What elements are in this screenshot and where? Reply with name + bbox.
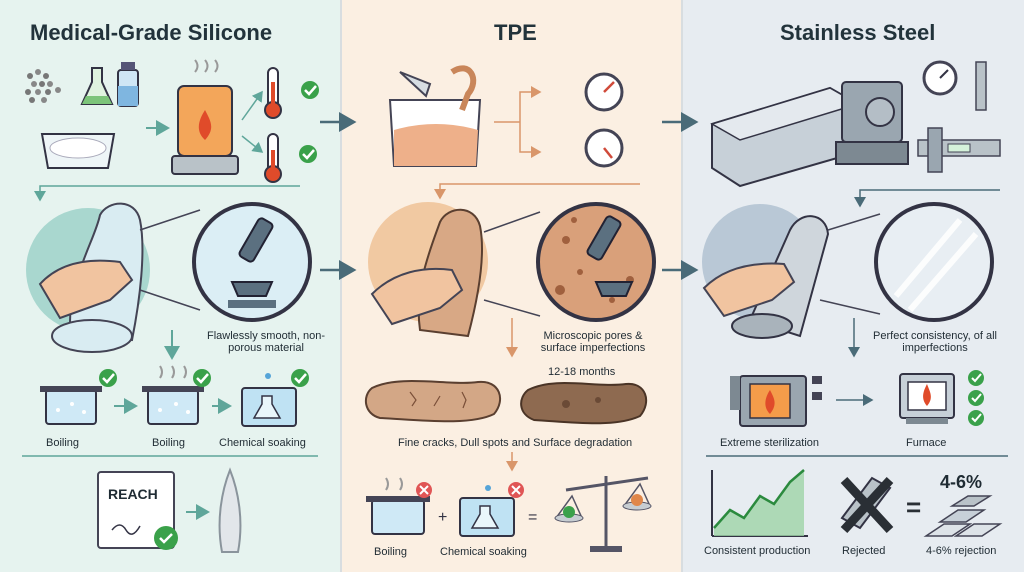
tpe-toy-hand-illustration bbox=[368, 202, 488, 338]
silicone-title: Medical-Grade Silicone bbox=[30, 20, 273, 45]
check-icon bbox=[968, 390, 984, 406]
steel-rejected-label: Rejected bbox=[842, 545, 886, 557]
pressure-gauge-icon bbox=[922, 60, 987, 111]
reach-certificate-label: REACH bbox=[108, 486, 158, 502]
tpe-title: TPE bbox=[494, 20, 537, 45]
svg-text:=: = bbox=[906, 492, 921, 522]
steel-toy-hand-illustration bbox=[702, 204, 830, 339]
tpe-degradation: Fine cracks, Dull spots and Surface degr… bbox=[398, 437, 633, 449]
tpe-step-label: Boiling bbox=[374, 546, 408, 558]
steel-title: Stainless Steel bbox=[780, 20, 936, 45]
tpe-lifespan: 12-18 months bbox=[548, 366, 616, 378]
boiling-pot-icon bbox=[142, 365, 204, 425]
microscope-lens-smooth bbox=[192, 202, 312, 322]
steel-rejection-label: 4-6% rejection bbox=[926, 545, 997, 557]
furnace-icon bbox=[899, 373, 955, 424]
silicone-caption: Flawlessly smooth, non-porous material bbox=[207, 330, 325, 354]
check-icon bbox=[99, 369, 117, 387]
silicone-step-label: Boiling bbox=[152, 437, 186, 449]
check-icon bbox=[301, 81, 319, 99]
sterilizer-oven-icon bbox=[730, 375, 822, 427]
svg-text:=: = bbox=[528, 509, 537, 526]
steel-step-label: Extreme sterilization bbox=[720, 437, 820, 449]
pellets-icon bbox=[25, 69, 61, 103]
flask-icon bbox=[80, 62, 139, 107]
balance-scale-icon bbox=[554, 476, 652, 552]
check-icon bbox=[968, 370, 984, 386]
mirror-lens-smooth bbox=[874, 202, 994, 322]
svg-text:+: + bbox=[438, 509, 447, 526]
check-icon bbox=[193, 369, 211, 387]
ingot-stack-icon bbox=[923, 495, 1003, 537]
cracked-toy-illustration bbox=[364, 380, 648, 425]
rejected-bar-icon bbox=[840, 476, 894, 534]
check-icon bbox=[968, 410, 984, 426]
tpe-caption: Microscopic pores & surface imperfection… bbox=[540, 330, 646, 354]
chemical-soak-icon bbox=[459, 485, 515, 537]
boiling-pot-icon bbox=[366, 477, 430, 535]
check-icon bbox=[291, 369, 309, 387]
pressure-gauge-icon bbox=[584, 72, 624, 168]
chemical-soak-icon bbox=[241, 373, 297, 427]
steel-caption: Perfect consistency, of all imperfection… bbox=[873, 330, 997, 354]
powder-bowl-icon bbox=[40, 133, 116, 169]
steel-machine-illustration bbox=[710, 81, 909, 188]
silicone-toy-hand-illustration bbox=[26, 202, 150, 353]
caliper-icon bbox=[917, 127, 1001, 173]
silicone-product-icon bbox=[218, 467, 242, 553]
production-chart-icon bbox=[711, 469, 808, 537]
steel-step-label: Furnace bbox=[906, 437, 947, 449]
boiling-pot-icon bbox=[40, 386, 102, 425]
column-divider bbox=[340, 0, 342, 572]
thermometer-icon bbox=[264, 67, 282, 183]
steel-production-label: Consistent production bbox=[704, 545, 811, 557]
tpe-step-label: Chemical soaking bbox=[440, 546, 527, 558]
silicone-step-label: Chemical soaking bbox=[219, 437, 306, 449]
silicone-step-label: Boiling bbox=[46, 437, 80, 449]
column-divider bbox=[681, 0, 683, 572]
microscope-lens-pores bbox=[536, 202, 656, 322]
reach-certificate bbox=[97, 471, 178, 550]
melting-tank-icon bbox=[388, 65, 482, 167]
steel-rejection-rate: 4-6% bbox=[940, 472, 983, 492]
check-icon bbox=[299, 145, 317, 163]
heater-icon bbox=[171, 59, 239, 175]
